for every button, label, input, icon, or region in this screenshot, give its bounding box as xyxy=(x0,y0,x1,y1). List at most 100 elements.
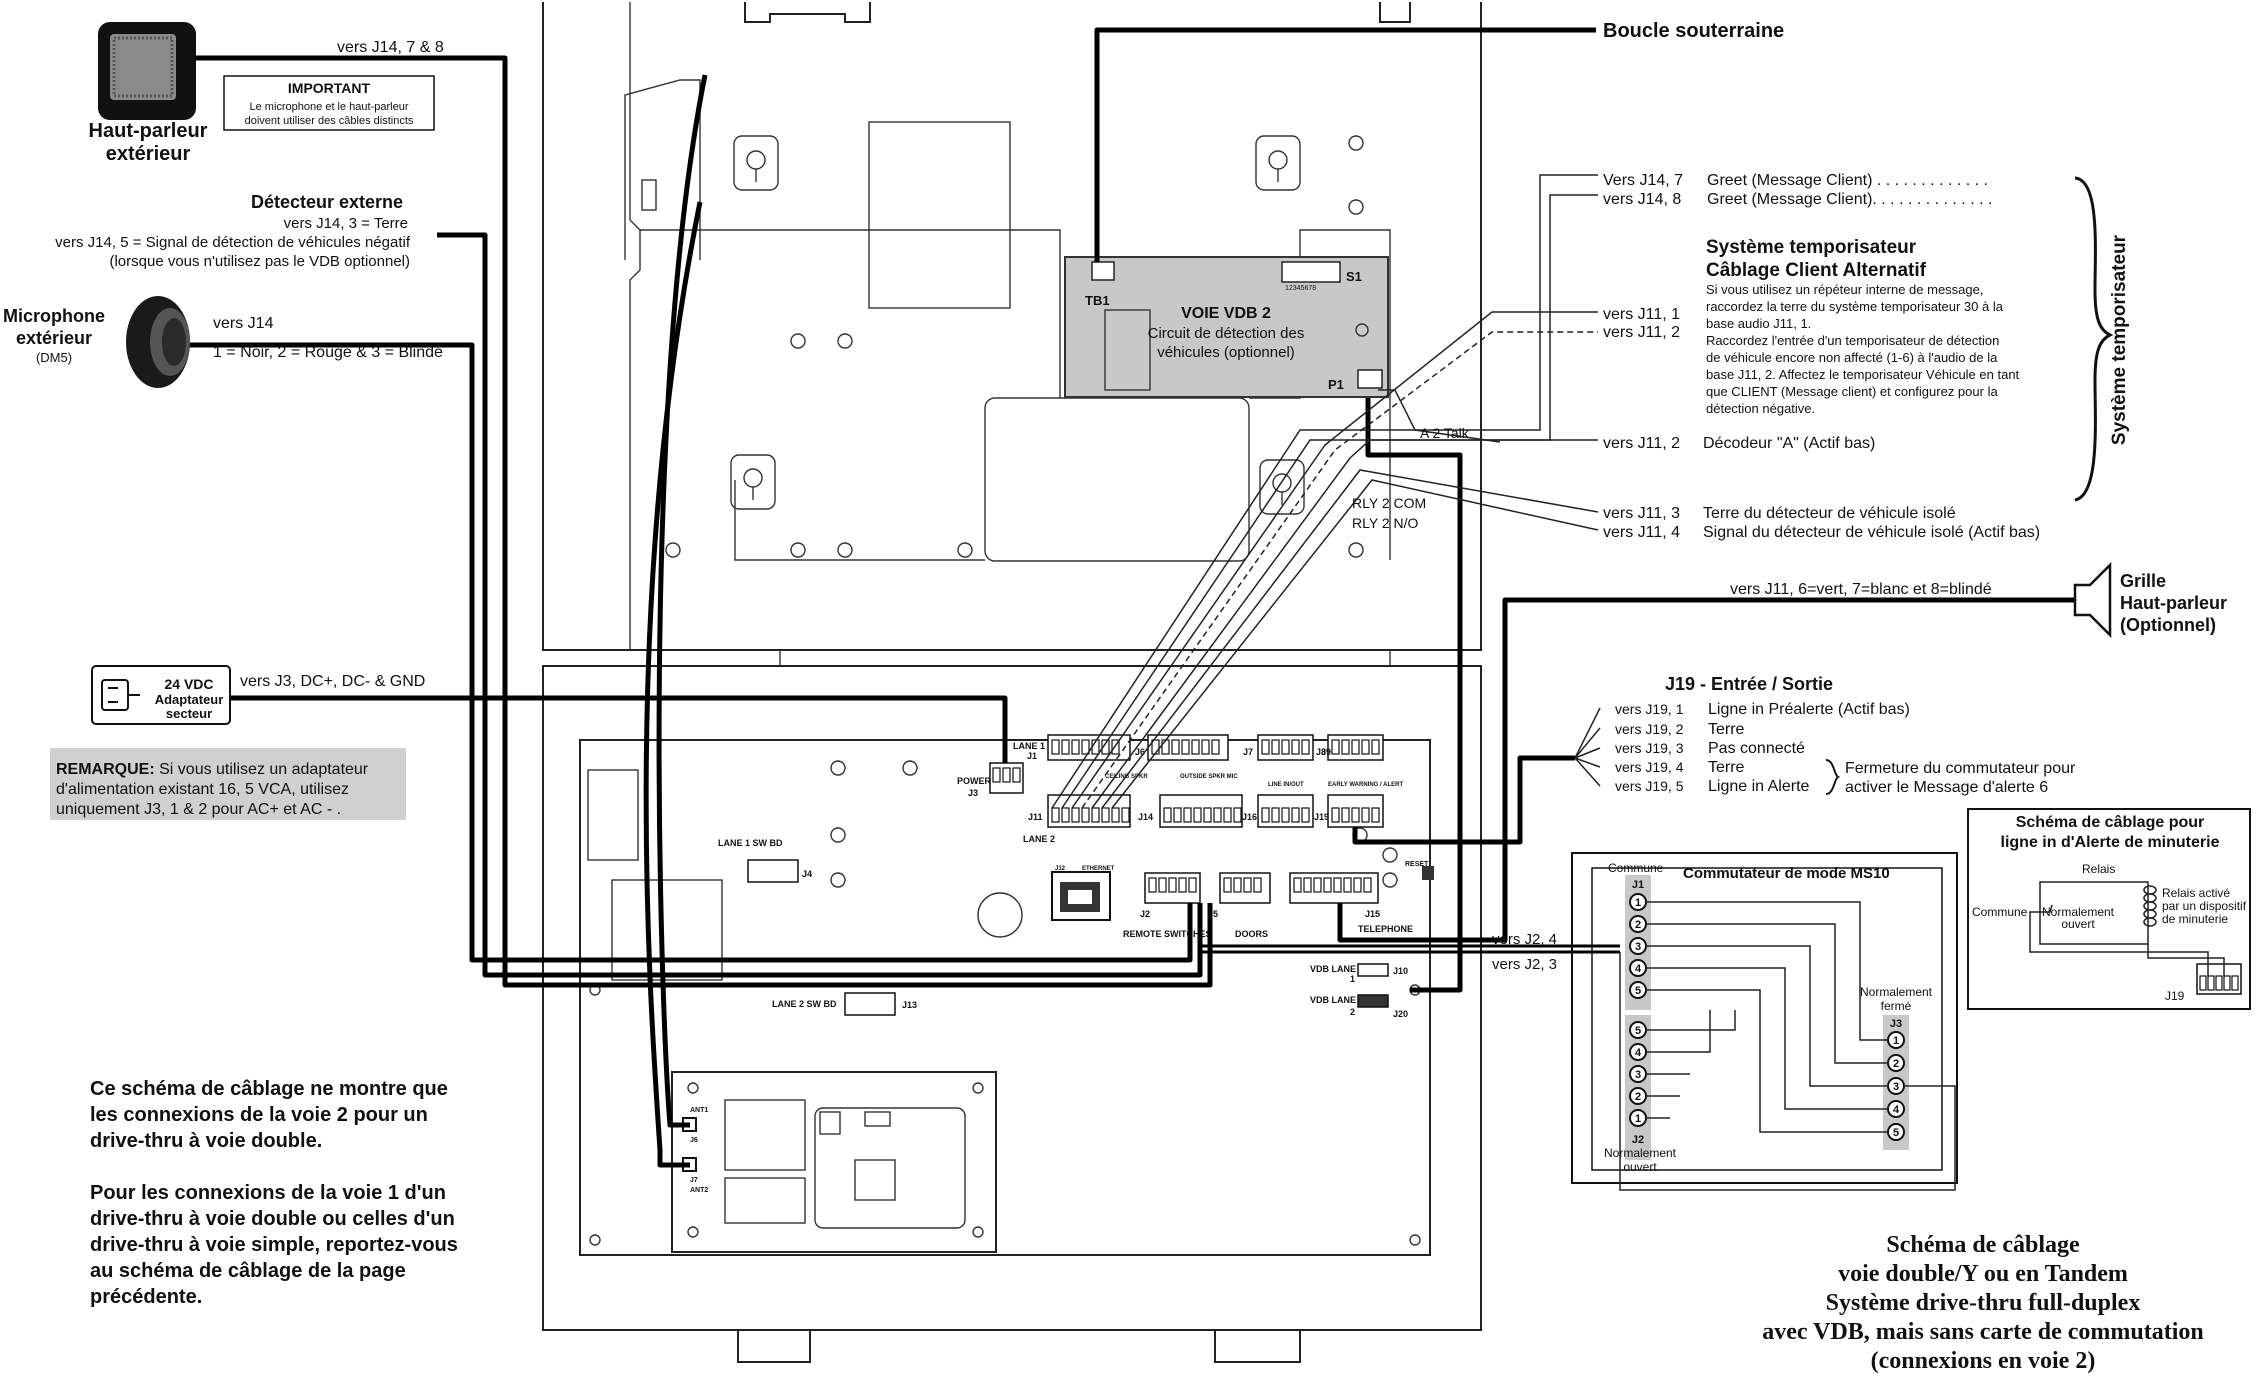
mic-label-3: (DM5) xyxy=(36,350,72,365)
svg-text:5: 5 xyxy=(1635,1025,1641,1037)
timer-box-act2: par un dispositif xyxy=(2162,899,2247,913)
wire-grille xyxy=(1337,597,2075,943)
j14-connector xyxy=(1159,794,1243,828)
j11-3-text: Terre du détecteur de véhicule isolé xyxy=(1703,505,1956,522)
relay-coil-icon xyxy=(2143,885,2157,927)
label-early: EARLY WARNING / ALERT xyxy=(1328,782,1403,788)
lane-notes: Ce schéma de câblage ne montre que les c… xyxy=(90,1078,458,1308)
vdb-pin-labels: A 2 Talk RLY 2 COM RLY 2 N/O xyxy=(1352,425,1470,531)
wire-a2talk xyxy=(1378,389,1501,443)
timer-p1: Si vous utilisez un répéteur interne de … xyxy=(1706,282,1984,297)
svg-text:5: 5 xyxy=(1635,985,1641,997)
timer-box-title1: Schéma de câblage pour xyxy=(2016,814,2205,831)
ms10-no-1: Normalement xyxy=(1604,1146,1677,1160)
label-j13: J13 xyxy=(902,1000,917,1010)
mic-label-1: Microphone xyxy=(3,306,105,326)
grille-line3: (Optionnel) xyxy=(2120,615,2216,635)
label-j12: J12 xyxy=(1055,866,1066,872)
svg-text:4: 4 xyxy=(1635,1047,1642,1059)
grille-line2: Haut-parleur xyxy=(2120,593,2227,613)
timer-box-act1: Relais activé xyxy=(2162,886,2230,900)
label-j19: J19 xyxy=(1314,812,1329,822)
ms10-nf-2: fermé xyxy=(1881,999,1912,1013)
label-remote-switches: REMOTE SWITCHES xyxy=(1123,929,1212,939)
note-4: Pour les connexions de la voie 1 d'un xyxy=(90,1182,446,1204)
grille-line1: Grille xyxy=(2120,571,2166,591)
wire-ant1 xyxy=(656,74,708,1128)
ms10-j3: J3 xyxy=(1890,1018,1902,1030)
speaker-wire-label: vers J14, 7 & 8 xyxy=(337,39,444,56)
ms10-switch: Commutateur de mode MS10 Commune J1 J2 N… xyxy=(1571,852,1958,1191)
j19-note2: activer le Message d'alerte 6 xyxy=(1845,779,2048,796)
timer-p7: que CLIENT (Message client) et configure… xyxy=(1706,384,1998,399)
remark-line3: uniquement J3, 1 & 2 pour AC+ et AC - . xyxy=(56,801,341,818)
wire-microphone xyxy=(183,342,1193,963)
svg-text:2: 2 xyxy=(1635,1091,1641,1103)
timer-box-no1: Normalement xyxy=(2042,905,2115,919)
label-j9: J9 xyxy=(1321,747,1331,757)
microphone-device: Microphone extérieur (DM5) vers J14 1 = … xyxy=(3,296,443,388)
power-adapter-device: 24 VDC Adaptateur secteur vers J3, DC+, … xyxy=(91,665,425,725)
label-ant-j7: J7 xyxy=(690,1177,698,1184)
label-j7: J7 xyxy=(1243,747,1253,757)
external-detector-label: Détecteur externe vers J14, 3 = Terre ve… xyxy=(55,192,411,270)
timer-p6: base J11, 2. Affectez le temporisateur V… xyxy=(1706,367,2020,382)
vdb-line1: Circuit de détection des xyxy=(1148,325,1305,342)
timer-p2: raccordez la terre du système temporisat… xyxy=(1706,299,2004,314)
j11-4-ref: vers J11, 4 xyxy=(1603,524,1680,541)
label-j16: J16 xyxy=(1242,812,1257,822)
label-lane1-sw-bd: LANE 1 SW BD xyxy=(718,838,783,848)
speaker-label-2: extérieur xyxy=(106,143,191,165)
timer-alert-box: Schéma de câblage pour ligne in d'Alerte… xyxy=(1967,808,2251,1010)
timer-title2: Câblage Client Alternatif xyxy=(1706,260,1927,281)
ms10-j2: J2 xyxy=(1632,1134,1644,1146)
wires xyxy=(183,27,2075,1168)
j11-labels: vers J11, 2 Décodeur "A" (Actif bas) ver… xyxy=(1603,435,2040,541)
label-j1: J1 xyxy=(1027,751,1037,761)
j19-row3-ref: vers J19, 3 xyxy=(1615,740,1684,756)
j19-title: J19 - Entrée / Sortie xyxy=(1665,674,1833,694)
wire-loop xyxy=(1094,27,1596,262)
timer-p4: Raccordez l'entrée d'un temporisateur de… xyxy=(1706,333,1999,348)
label-ant1: ANT1 xyxy=(690,1107,708,1114)
mic-label-2: extérieur xyxy=(16,328,92,348)
j13-header xyxy=(844,992,896,1016)
wire-speaker xyxy=(196,55,1213,988)
wire-power xyxy=(230,695,1008,763)
important-title: IMPORTANT xyxy=(288,80,371,96)
important-note-box: IMPORTANT Le microphone et le haut-parle… xyxy=(223,75,435,131)
s1-switch-digits: 12345678 xyxy=(1285,285,1316,292)
label-j14: J14 xyxy=(1138,812,1153,822)
j3-power-connector xyxy=(989,762,1024,794)
label-vdb-lane1: VDB LANE xyxy=(1310,964,1356,974)
greet-2-ref: vers J14, 8 xyxy=(1603,191,1681,208)
label-j8: J8 xyxy=(1316,747,1326,757)
label-lane1: LANE 1 xyxy=(1013,741,1045,751)
note-8: précédente. xyxy=(90,1286,202,1308)
p1-label: P1 xyxy=(1328,377,1344,392)
timer-title1: Système temporisateur xyxy=(1706,237,1917,258)
wire-j11-4 xyxy=(1111,479,1599,809)
timer-system-block: Système temporisateur Câblage Client Alt… xyxy=(1603,176,2130,502)
j19-fan xyxy=(1574,707,1601,787)
rly-no-label: RLY 2 N/O xyxy=(1352,515,1419,531)
j10-header xyxy=(1357,963,1389,977)
j5-connector xyxy=(1219,872,1271,904)
label-j5: J5 xyxy=(1208,909,1218,919)
greet-1-text: Greet (Message Client) . . . . . . . . .… xyxy=(1707,172,1988,189)
svg-text:1: 1 xyxy=(1893,1035,1899,1047)
grille-wire-label: vers J11, 6=vert, 7=blanc et 8=blindé xyxy=(1730,581,1992,598)
a2talk-label: A 2 Talk xyxy=(1420,425,1470,441)
j7-connector xyxy=(1257,734,1314,761)
wire-vdb-j20 xyxy=(1365,398,1463,993)
important-line2: doivent utiliser des câbles distincts xyxy=(245,115,414,127)
vdb-title: VOIE VDB 2 xyxy=(1181,305,1271,322)
speaker-device: Haut-parleur extérieur vers J14, 7 & 8 xyxy=(89,22,444,165)
vdb-board: TB1 S1 12345678 VOIE VDB 2 Circuit de dé… xyxy=(1064,256,1389,398)
note-2: les connexions de la voie 2 pour un xyxy=(90,1104,428,1126)
j19-connector xyxy=(1327,794,1384,828)
adapter-line3: secteur xyxy=(166,706,212,721)
note-6: drive-thru à voie simple, reportez-vous xyxy=(90,1234,458,1256)
remark-bold: REMARQUE: xyxy=(56,761,155,778)
j19-labels: J19 - Entrée / Sortie vers J19, 1 Ligne … xyxy=(1615,674,2076,796)
